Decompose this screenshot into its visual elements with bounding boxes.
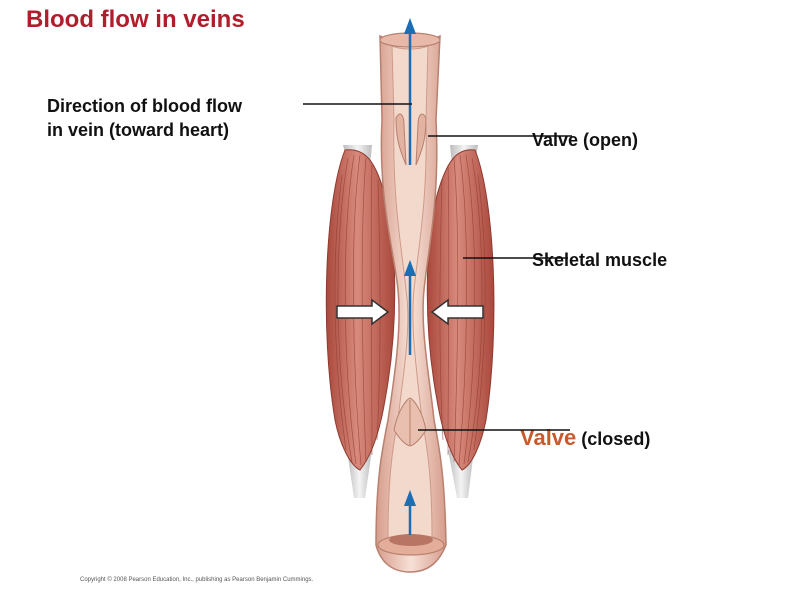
vein-bottom-lumen	[389, 534, 433, 546]
copyright-note: Copyright © 2008 Pearson Education, Inc.…	[80, 577, 314, 583]
flow-arrow-bottom	[404, 490, 416, 535]
valve-open-right-cusp	[415, 113, 427, 166]
flow-arrow-top	[404, 18, 416, 165]
skeletal-muscle-label: Skeletal muscle	[532, 250, 668, 270]
valve-open-label: Valve (open)	[532, 130, 639, 150]
page-title: Blood flow in veins	[26, 6, 245, 33]
left-muscle-fibers	[334, 154, 381, 466]
left-compression-arrow	[336, 298, 390, 326]
right-compression-arrow	[430, 298, 484, 326]
direction-label-line2: in vein (toward heart)	[47, 120, 230, 140]
valve-closed-qualifier: (closed)	[581, 429, 651, 449]
flow-arrow-middle	[404, 260, 416, 355]
direction-label-line1: Direction of blood flow	[47, 96, 242, 116]
direction-label: Direction of blood flow in vein (toward …	[47, 94, 242, 142]
valve-open-left-cusp	[395, 113, 407, 166]
